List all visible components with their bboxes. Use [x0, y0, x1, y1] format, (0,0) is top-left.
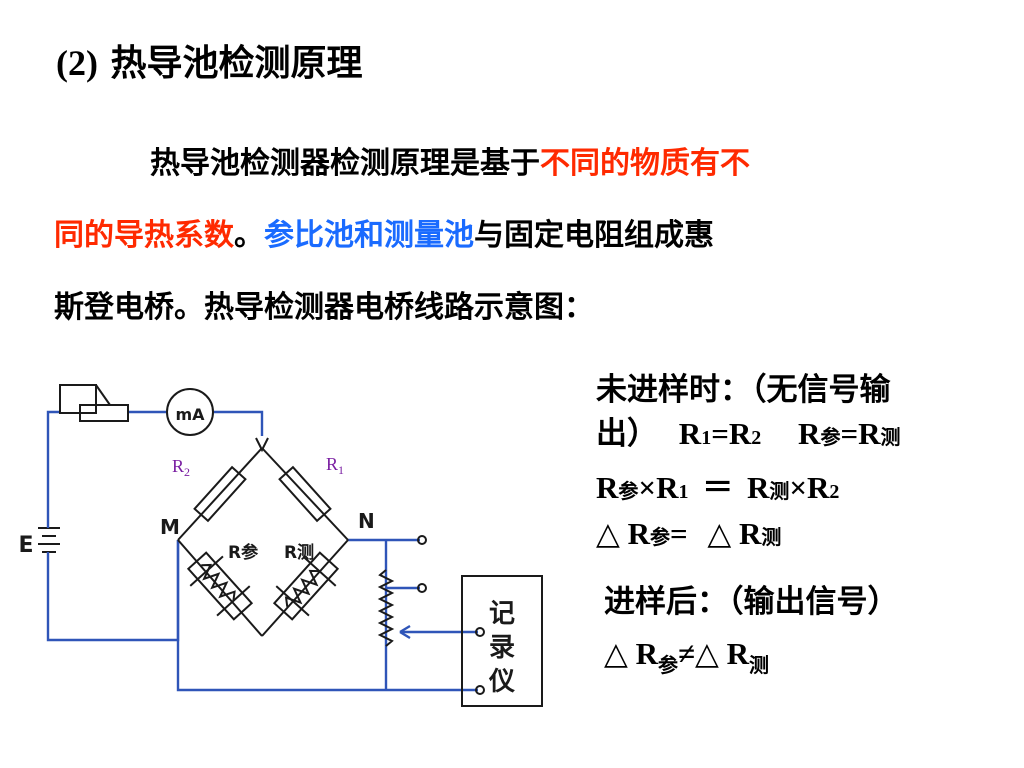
- recorder-box: [461, 575, 543, 707]
- rce-label: R测: [284, 542, 314, 563]
- wire-left-bottom: [46, 540, 180, 642]
- potentiometer-wiper: [399, 624, 411, 640]
- title-text: 热导池检测原理: [110, 43, 363, 84]
- line1-plain: 热导池检测器检测原理是基于: [150, 146, 540, 181]
- bridge-top-right: [261, 447, 349, 541]
- wire-top-left: [46, 410, 60, 520]
- note-before-label: 未进样时：（无信号输: [596, 372, 891, 408]
- title-number: (2): [56, 43, 98, 83]
- terminal-3: [475, 627, 485, 637]
- battery: [38, 527, 60, 553]
- paragraph-line-1: 热导池检测器检测原理是基于不同的物质有不: [150, 138, 750, 182]
- bridge-bottom-left: [177, 539, 263, 637]
- rheostat-top: [59, 384, 97, 414]
- wire-bottom-out: [176, 540, 478, 692]
- terminal-4: [475, 685, 485, 695]
- rcan-label: R参: [228, 542, 258, 563]
- recorder-char-1: 记: [489, 599, 515, 629]
- node-n-label: N: [358, 509, 375, 533]
- terminal-1: [417, 535, 427, 545]
- recorder-char-2: 录: [489, 633, 515, 663]
- eq-delta-equal: △ R参= △ R测: [596, 516, 782, 551]
- eq-delta-not-equal: △ R参≠△ R测: [604, 636, 769, 677]
- resistor-r1: [278, 465, 332, 523]
- eq-r1-r2: R1=R2: [678, 416, 762, 451]
- potentiometer: [377, 569, 395, 647]
- reference-cell: [186, 551, 254, 621]
- slide-resistor: [79, 404, 129, 422]
- line1-highlight: 不同的物质有不: [540, 146, 750, 181]
- terminal-2: [417, 583, 427, 593]
- line2-period: 。: [234, 218, 264, 253]
- r2-label: R2: [172, 456, 190, 479]
- line2-highlight-red: 同的导热系数: [54, 218, 234, 253]
- battery-label: E: [18, 533, 33, 558]
- measuring-cell: [272, 551, 340, 621]
- eq-bridge-balance: R参×R1 ＝ R测×R2: [596, 470, 840, 505]
- eq-rcan-rce: R参=R测: [798, 416, 901, 451]
- line2-highlight-blue: 参比池和测量池: [264, 218, 474, 253]
- r1-label: R1: [326, 454, 344, 477]
- page-title: (2) 热导池检测原理: [56, 34, 363, 86]
- rheostat-slider: [95, 384, 111, 406]
- recorder-char-3: 仪: [488, 667, 516, 697]
- slider-arrow: [255, 437, 269, 453]
- note-before-equation: 出） R1=R2 R参=R测: [596, 408, 901, 453]
- bridge-circuit-diagram: mA E R2 R1 R参 R测 M N: [18, 384, 543, 707]
- ma-label: mA: [175, 405, 205, 424]
- line2-rest: 与固定电阻组成惠: [474, 218, 714, 253]
- node-m-label: M: [160, 515, 180, 539]
- note-after-label: 进样后：（输出信号）: [604, 584, 899, 620]
- paragraph-line-3: 斯登电桥。热导检测器电桥线路示意图：: [54, 290, 594, 325]
- resistor-r2: [193, 465, 247, 523]
- milliammeter: [166, 388, 214, 436]
- paragraph-line-2: 同的导热系数。参比池和测量池与固定电阻组成惠: [54, 210, 714, 254]
- bridge-top-left: [177, 447, 263, 541]
- wire-meter-right: [214, 410, 264, 436]
- note-before-label-cont: 出）: [596, 416, 658, 452]
